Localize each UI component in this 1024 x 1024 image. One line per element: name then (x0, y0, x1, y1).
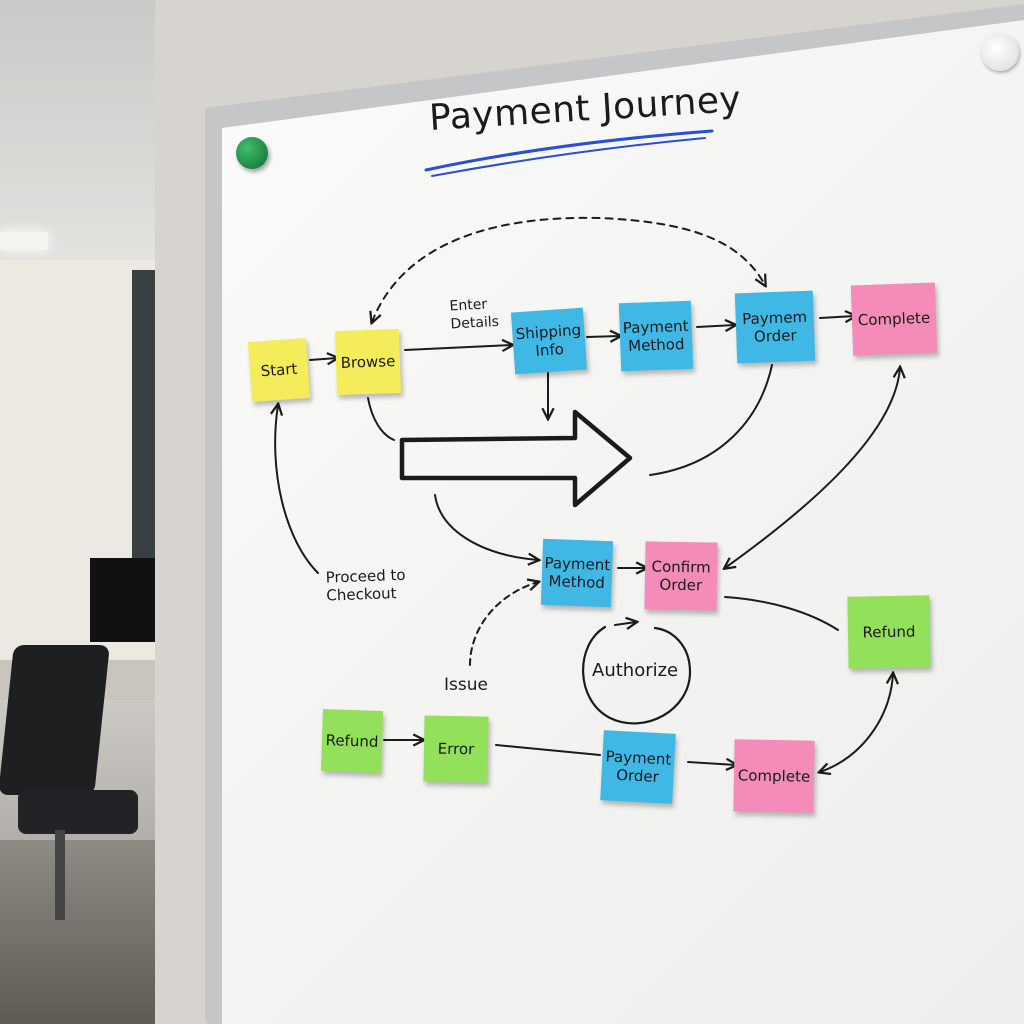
office-background (0, 0, 160, 1024)
sticky-note-confirm-order: Confirm Order (644, 541, 718, 611)
ceiling-light (0, 232, 48, 250)
sticky-note-paymem-order: Paymem Order (734, 290, 816, 364)
sticky-note-refund-right: Refund (847, 595, 931, 669)
sticky-note-payment-method-mid: Payment Method (540, 538, 614, 608)
sticky-note-start: Start (247, 338, 311, 402)
label-enter-details: Enter Details (449, 296, 500, 333)
label-issue: Issue (444, 675, 488, 695)
ceiling (0, 0, 160, 270)
whiteboard (222, 20, 1024, 1024)
sticky-note-complete-top: Complete (850, 282, 938, 356)
sticky-note-payment-method-top: Payment Method (618, 300, 694, 372)
sticky-note-payment-order: Payment Order (600, 730, 676, 804)
sticky-note-complete-bottom: Complete (733, 739, 815, 813)
label-proceed-checkout: Proceed to Checkout (325, 565, 406, 605)
sticky-note-error: Error (423, 715, 489, 783)
sticky-note-shipping-info: Shipping Info (510, 307, 588, 375)
office-chair-base (55, 830, 65, 920)
floor (0, 840, 160, 1024)
label-authorize: Authorize (592, 660, 679, 681)
sticky-note-browse: Browse (334, 328, 402, 396)
monitor (90, 558, 160, 642)
mounting-screw (981, 33, 1019, 71)
sticky-note-refund-left: Refund (320, 708, 384, 774)
green-magnet (236, 137, 268, 169)
office-chair-back (0, 645, 110, 795)
office-chair-seat (18, 790, 138, 834)
